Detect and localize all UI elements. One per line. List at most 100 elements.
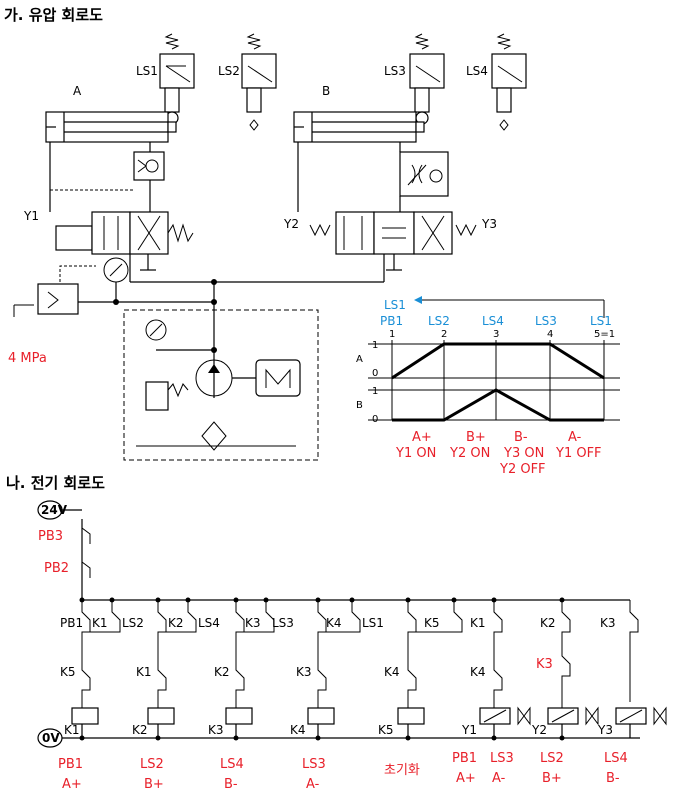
timing-diagram: [368, 296, 620, 422]
timing-step-ls3: LS3: [535, 314, 557, 328]
rung-label: A+: [62, 777, 82, 792]
step-number: 1: [389, 329, 395, 340]
step-number: 3: [493, 329, 499, 340]
timing-action: B+: [466, 430, 486, 445]
contact-label: K4: [470, 665, 486, 679]
timing-action: Y1 ON: [395, 446, 436, 461]
level-label: 1: [372, 386, 378, 397]
electric-rails: [37, 500, 640, 748]
ls2-label: LS2: [218, 64, 240, 78]
rung-label: PB1: [58, 757, 83, 772]
flow-control-valve: [399, 151, 449, 197]
contact-label: K1: [136, 665, 152, 679]
rung-label: LS4: [604, 751, 628, 766]
contact-label: K3: [245, 616, 261, 630]
supply-24v: 24V: [41, 503, 68, 517]
junction-dot: [211, 347, 217, 353]
level-label: 0: [372, 414, 378, 425]
contact-label: LS4: [198, 616, 220, 630]
rung-label: A+: [456, 771, 476, 786]
timing-action: Y2 OFF: [499, 462, 546, 477]
contact-label: LS1: [362, 616, 384, 630]
pilot-check-valve: [133, 151, 165, 181]
contact-label: K2: [214, 665, 230, 679]
timing-step-ls2: LS2: [428, 314, 450, 328]
rung-label: B-: [606, 771, 620, 786]
rung-label: B-: [224, 777, 238, 792]
coil-label: Y2: [531, 723, 547, 737]
rung-label: LS2: [540, 751, 564, 766]
rung-label: B+: [542, 771, 562, 786]
timing-row-b: B: [356, 400, 363, 411]
junction-dot: [211, 279, 217, 285]
limit-switch-ls3-symbol: [409, 33, 445, 125]
bus-junctions: [79, 597, 565, 741]
step-number: 2: [441, 329, 447, 340]
cylinder-b-label: B: [322, 84, 330, 98]
timing-step-ls1: LS1: [590, 314, 612, 328]
contact-label: PB1: [60, 616, 83, 630]
pressure-setting-label: 4 MPa: [8, 351, 47, 366]
coil-label: K2: [132, 723, 148, 737]
ls4-label: LS4: [466, 64, 488, 78]
hydraulic-circuit-title: 가. 유압 회로도: [4, 6, 103, 24]
ground-0v: 0V: [42, 731, 60, 745]
rung-label: LS3: [490, 751, 514, 766]
y1-hydraulic-label: Y1: [23, 209, 39, 223]
directional-valve-2: [309, 211, 477, 271]
ls3-label: LS3: [384, 64, 406, 78]
junction-dot: [113, 299, 119, 305]
ls1-label: LS1: [136, 64, 158, 78]
rung-label: LS2: [140, 757, 164, 772]
timing-action: Y1 OFF: [555, 446, 602, 461]
timing-step-ls4: LS4: [482, 314, 504, 328]
contact-label: K3: [600, 616, 616, 630]
cylinder-a: [45, 111, 177, 143]
contact-label: K5: [424, 616, 440, 630]
rung-label: LS4: [220, 757, 244, 772]
contact-label: K2: [540, 616, 556, 630]
rung-label: PB1: [452, 751, 477, 766]
timing-action: B-: [514, 430, 528, 445]
coil-label: K5: [378, 723, 394, 737]
step-number: 5=1: [594, 329, 615, 340]
limit-switch-ls4-symbol: [491, 33, 527, 131]
rung-label: LS3: [302, 757, 326, 772]
directional-valve-1: [55, 211, 194, 271]
contact-label: K3: [296, 665, 312, 679]
contact-label: K4: [326, 616, 342, 630]
contact-label: K4: [384, 665, 400, 679]
electric-circuit-title: 나. 전기 회로도: [6, 474, 105, 492]
level-label: 1: [372, 340, 378, 351]
coil-label: K4: [290, 723, 306, 737]
limit-switch-ls2-symbol: [241, 33, 277, 131]
coil-label: K3: [208, 723, 224, 737]
coil-label: Y1: [461, 723, 477, 737]
contact-label: K2: [168, 616, 184, 630]
level-label: 0: [372, 368, 378, 379]
coil-label: K1: [64, 723, 80, 737]
hydraulic-lines: [49, 142, 401, 398]
cylinder-a-label: A: [73, 84, 82, 98]
rung-label: A-: [492, 771, 506, 786]
timing-action: A-: [568, 430, 582, 445]
contact-label: K3: [536, 657, 553, 672]
step-number: 4: [547, 329, 553, 340]
contact-row-1: [81, 600, 639, 702]
timing-action: A+: [412, 430, 432, 445]
contact-label: LS3: [272, 616, 294, 630]
limit-switch-ls1-symbol: [159, 33, 195, 125]
y3-hydraulic-label: Y3: [481, 217, 497, 231]
pressure-gauge: [103, 257, 129, 283]
timing-step-pb1: PB1: [380, 314, 403, 328]
cylinder-b: [293, 111, 425, 143]
contact-label: K1: [470, 616, 486, 630]
timing-return-label: LS1: [384, 298, 406, 312]
pb3-label: PB3: [38, 529, 63, 544]
contact-label: K1: [92, 616, 108, 630]
coil-label: Y3: [597, 723, 613, 737]
relief-valve: [13, 265, 96, 317]
power-unit: [123, 309, 319, 461]
relay-coils: [71, 706, 667, 738]
